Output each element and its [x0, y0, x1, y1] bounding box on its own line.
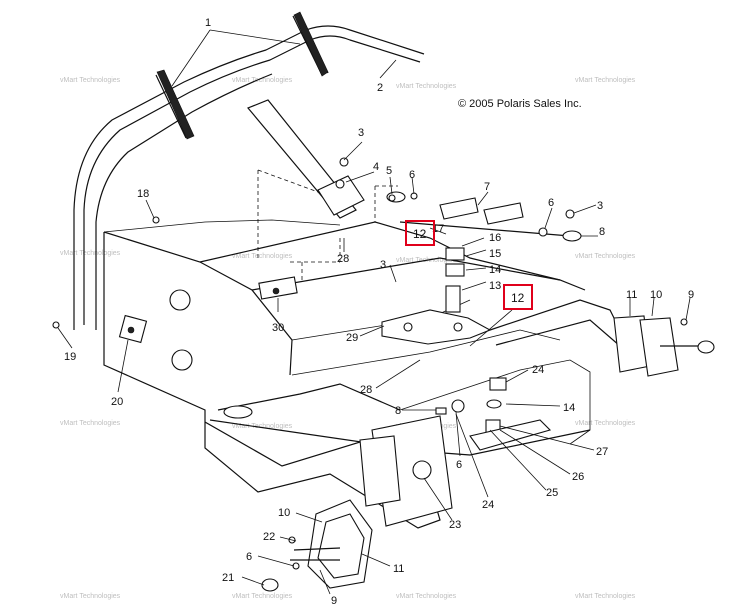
watermark: vMart Technologies — [60, 593, 121, 600]
callout-label: 3 — [358, 127, 364, 139]
highlight-label: 12 — [511, 291, 525, 305]
copyright-text: © 2005 Polaris Sales Inc. — [458, 98, 582, 110]
callout-label: 14 — [563, 402, 575, 414]
callout-label: 3 — [597, 200, 603, 212]
callout-label: 6 — [409, 169, 415, 181]
callout-label: 30 — [272, 322, 284, 334]
callout-label: 27 — [596, 446, 608, 458]
watermark: vMart Technologies — [575, 420, 636, 427]
callout-label: 11 — [626, 289, 637, 301]
highlighted-callouts: 12 12 — [405, 220, 533, 310]
callout-label: 21 — [222, 572, 234, 584]
callout-label: 13 — [489, 280, 501, 292]
callout-label: 29 — [346, 332, 358, 344]
callout-label: 9 — [331, 595, 337, 607]
watermark: vMart Technologies — [396, 593, 457, 600]
callout-label: 23 — [449, 519, 461, 531]
callout-label: 4 — [373, 161, 379, 173]
callout-label: 20 — [111, 396, 123, 408]
callout-label: 7 — [484, 181, 490, 193]
drawing-lines — [52, 11, 715, 595]
callout-label: 6 — [246, 551, 252, 563]
watermark: vMart Technologies — [232, 253, 293, 260]
callout-label: 28 — [360, 384, 372, 396]
watermark: vMart Technologies — [232, 77, 293, 84]
callout-label: 17 — [432, 223, 444, 235]
callout-label: 28 — [337, 253, 349, 265]
callout-label: 14 — [489, 264, 501, 276]
watermark: vMart Technologies — [575, 593, 636, 600]
watermark: vMart Technologies — [60, 420, 121, 427]
highlight-box — [405, 220, 435, 246]
callout-label: 24 — [532, 364, 544, 376]
highlight-box — [503, 284, 533, 310]
callout-label: 6 — [548, 197, 554, 209]
callout-label: 9 — [688, 289, 694, 301]
watermark: vMart Technologies — [575, 253, 636, 260]
callout-label: 15 — [489, 248, 501, 260]
callout-label: 19 — [64, 351, 76, 363]
callout-label: 6 — [456, 459, 462, 471]
watermark: vMart Technologies — [60, 250, 121, 257]
callout-label: 26 — [572, 471, 584, 483]
callout-label: 10 — [278, 507, 290, 519]
callout-label: 8 — [599, 226, 605, 238]
watermark: vMart Technologies — [396, 83, 457, 90]
callout-label: 16 — [489, 232, 501, 244]
highlight-label: 12 — [413, 227, 427, 241]
callout-label: 24 — [482, 499, 494, 511]
watermark: vMart Technologies — [60, 77, 121, 84]
callout-label: 25 — [546, 487, 558, 499]
callout-label: 11 — [393, 563, 404, 575]
watermark: vMart Technologies — [575, 77, 636, 84]
callout-label: 8 — [395, 405, 401, 417]
callout-label: 10 — [650, 289, 662, 301]
watermark: vMart Technologies — [232, 593, 293, 600]
callout-labels: 1 2 3 4 5 6 7 6 3 8 17 16 15 14 13 18 28… — [64, 17, 694, 607]
callout-label: 1 — [205, 17, 211, 29]
callout-label: 18 — [137, 188, 149, 200]
watermark: vMart Technologies — [232, 423, 293, 430]
callout-label: 3 — [380, 259, 386, 271]
callout-label: 2 — [377, 82, 383, 94]
callout-label: 5 — [386, 165, 392, 177]
callout-label: 22 — [263, 531, 275, 543]
